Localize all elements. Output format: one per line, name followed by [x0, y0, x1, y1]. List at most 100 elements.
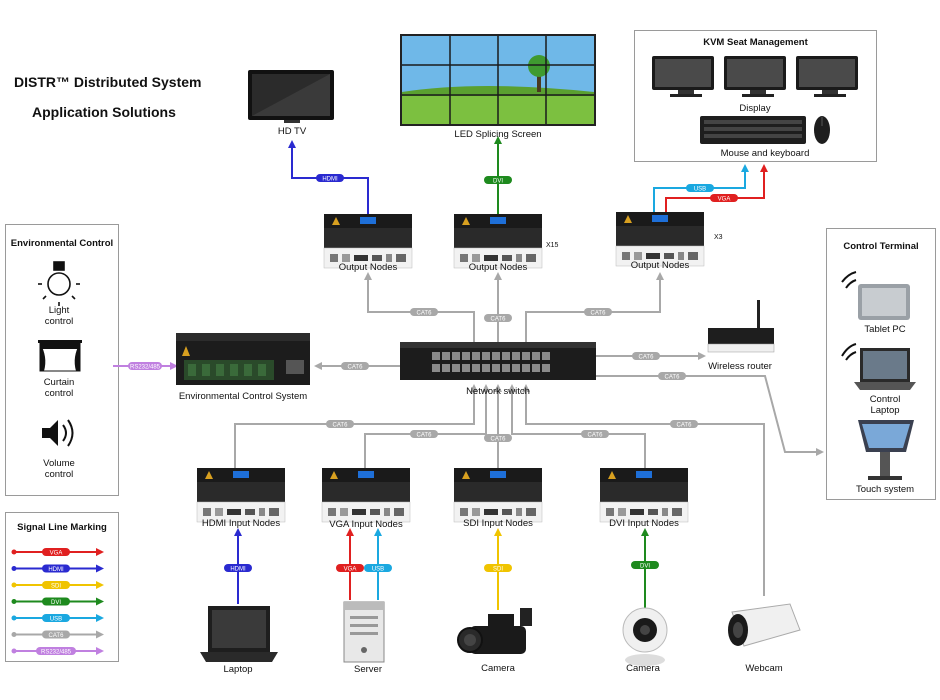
mouse-device	[814, 116, 830, 144]
svg-text:USB: USB	[372, 567, 384, 573]
tablet-pc-label: Tablet PC	[864, 324, 906, 335]
legend-label: RS232/485	[41, 650, 72, 656]
camera-source-label-2: Camera	[626, 663, 660, 674]
cat-link-tag: CAT6	[581, 430, 609, 439]
sdi-input-node	[453, 467, 543, 523]
cat-link-tag: CAT6	[484, 314, 512, 323]
cat-link-tag: CAT6	[670, 420, 698, 429]
video-camera-icon	[457, 608, 532, 654]
switch-port	[462, 352, 470, 360]
laptop-source-icon	[200, 606, 278, 662]
laptop-source-label: Laptop	[223, 664, 253, 675]
svg-text:VGA: VGA	[344, 567, 357, 573]
cat-link-tag: CAT6	[658, 372, 686, 381]
output-node-2	[453, 213, 543, 269]
switch-port	[532, 364, 540, 372]
cat6-link-webcam	[522, 384, 765, 596]
sdi-link-tag: SDI	[484, 564, 512, 573]
switch-port	[522, 352, 530, 360]
cat6-link-terminal	[596, 375, 824, 456]
switch-port	[502, 352, 510, 360]
keyboard-device	[700, 116, 806, 144]
legend-item: HDMI	[11, 564, 104, 573]
legend-item: RS232/485	[11, 647, 104, 656]
switch-port	[432, 352, 440, 360]
output-node-label-2: Output Nodes	[468, 262, 528, 273]
legend-label: SDI	[51, 584, 61, 590]
switch-port	[482, 364, 490, 372]
svg-text:CAT6: CAT6	[491, 437, 507, 443]
legend-label: VGA	[50, 551, 63, 557]
svg-text:HDMI: HDMI	[322, 177, 338, 183]
dvi-input-node	[599, 467, 689, 523]
hdmi-link-tag: HDMI	[316, 174, 344, 183]
dvi-input-node-label: DVI Input Nodes	[609, 518, 679, 529]
page-subtitle: Application Solutions	[32, 104, 176, 120]
switch-port	[452, 364, 460, 372]
webcam-source-label: Webcam	[745, 663, 783, 674]
switch-port	[502, 364, 510, 372]
vga-link-tag: VGA	[710, 194, 738, 203]
vga-link-tag: VGA	[336, 564, 364, 573]
svg-text:CAT6: CAT6	[677, 423, 693, 429]
switch-port	[462, 364, 470, 372]
legend-item: USB	[11, 614, 104, 623]
switch-port	[522, 364, 530, 372]
hdmi-input-node-label: HDMI Input Nodes	[201, 518, 281, 529]
sdi-input-node-label: SDI Input Nodes	[463, 518, 533, 529]
kvm-display-1	[652, 56, 714, 97]
svg-text:CAT6: CAT6	[591, 311, 607, 317]
svg-text:CAT6: CAT6	[417, 433, 433, 439]
cat-link-tag: CAT6	[410, 308, 438, 317]
switch-port	[542, 352, 550, 360]
output-node-3	[615, 211, 705, 267]
svg-text:USB: USB	[694, 187, 706, 193]
led-splicing-screen	[400, 34, 596, 126]
page-title: DISTR™ Distributed System	[14, 74, 202, 90]
output-node-multiplier-3: X3	[714, 234, 723, 241]
control-laptop-icon	[841, 343, 916, 390]
curtain-control-label: Curtain control	[43, 377, 75, 399]
svg-text:CAT6: CAT6	[588, 433, 604, 439]
svg-text:CAT6: CAT6	[348, 365, 364, 371]
kvm-mouse-keyboard-label: Mouse and keyboard	[720, 148, 810, 159]
svg-text:DVI: DVI	[640, 564, 650, 570]
output-node-multiplier-2: X15	[546, 242, 559, 249]
vga-link-kvm	[665, 164, 768, 214]
svg-text:DVI: DVI	[493, 179, 503, 185]
switch-port	[432, 364, 440, 372]
dvi-link-tag: DVI	[484, 176, 512, 185]
server-source-icon	[343, 601, 385, 663]
legend-label: DVI	[51, 600, 61, 606]
legend-label: HDMI	[48, 567, 64, 573]
rs-link-tag: RS232/485	[128, 362, 162, 371]
svg-text:CAT6: CAT6	[491, 317, 507, 323]
network-switch-label: Network switch	[466, 386, 530, 397]
led-screen-label: LED Splicing Screen	[454, 129, 542, 140]
legend-title: Signal Line Marking	[17, 522, 107, 533]
control-terminal-title: Control Terminal	[843, 241, 919, 252]
switch-port	[442, 352, 450, 360]
legend-item: DVI	[11, 597, 104, 606]
dvi-link-tag: DVI	[631, 561, 659, 570]
touch-system-icon	[858, 420, 914, 480]
legend-item: SDI	[11, 581, 104, 590]
legend-label: USB	[50, 617, 62, 623]
cat-link-tag: CAT6	[410, 430, 438, 439]
webcam-dome-icon	[622, 607, 668, 666]
switch-port	[442, 364, 450, 372]
hdmi-input-node	[196, 467, 286, 523]
wireless-router-label: Wireless router	[708, 361, 772, 372]
svg-text:HDMI: HDMI	[230, 567, 246, 573]
output-node-label-3: Output Nodes	[630, 260, 690, 271]
switch-port	[472, 364, 480, 372]
switch-port	[452, 352, 460, 360]
usb-link-tag: USB	[686, 184, 714, 193]
legend-item: CAT6	[11, 630, 104, 639]
svg-text:CAT6: CAT6	[639, 355, 655, 361]
switch-port	[542, 364, 550, 372]
hdtv-label: HD TV	[277, 126, 307, 137]
control-laptop-label: Control Laptop	[869, 394, 901, 416]
server-source-label: Server	[354, 664, 382, 675]
